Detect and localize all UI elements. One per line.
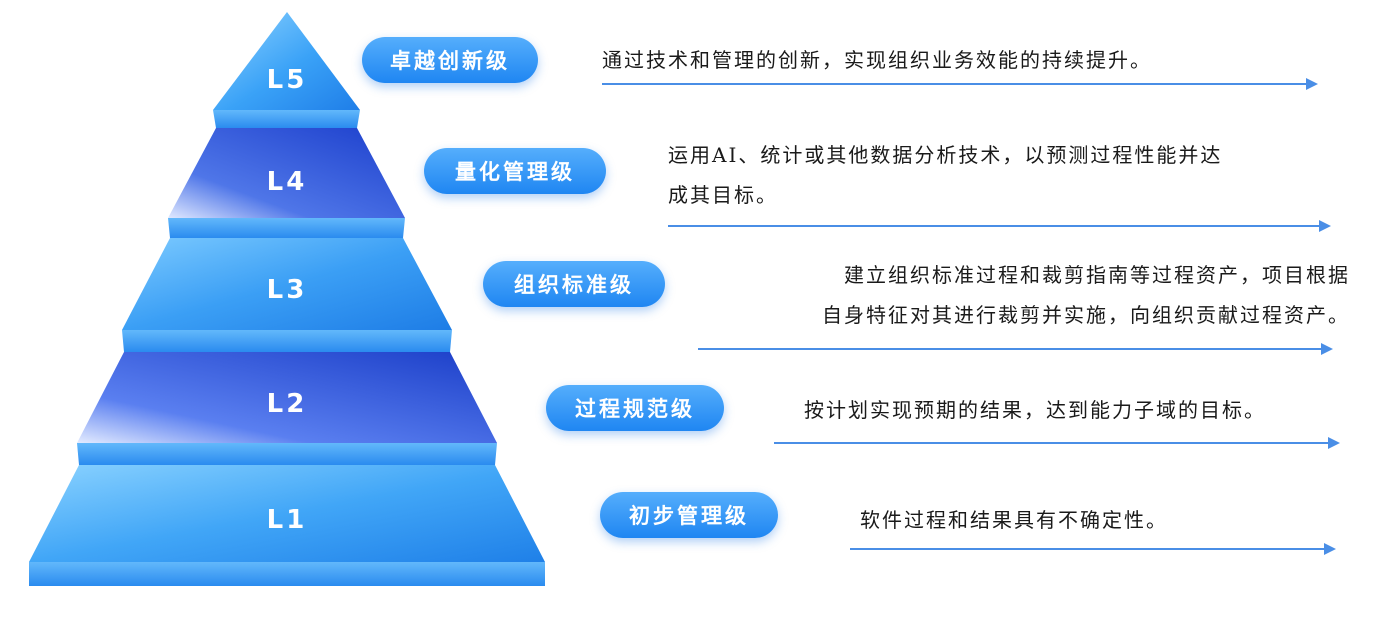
tier-l5-ledge bbox=[213, 110, 360, 128]
arrowhead-icon bbox=[1319, 220, 1331, 232]
level-description-l1: 软件过程和结果具有不确定性。 bbox=[860, 508, 1168, 532]
level-badge-l2: 过程规范级 bbox=[546, 385, 724, 431]
tier-l2-label: L2 bbox=[267, 389, 308, 419]
tier-l2-ledge bbox=[77, 443, 497, 465]
level-badge-l3: 组织标准级 bbox=[483, 261, 665, 307]
tier-l4-label: L4 bbox=[267, 167, 308, 197]
arrowhead-icon bbox=[1306, 78, 1318, 90]
tier-l3-ledge bbox=[122, 330, 452, 352]
arrow-l2 bbox=[774, 437, 1340, 449]
tier-l4-face bbox=[168, 128, 405, 218]
arrow-l1 bbox=[850, 543, 1336, 555]
tier-l1-label: L1 bbox=[267, 505, 308, 535]
level-badge-l4: 量化管理级 bbox=[424, 148, 606, 194]
tier-l2-face bbox=[77, 352, 497, 443]
tier-l1-face bbox=[29, 465, 545, 562]
arrowhead-icon bbox=[1321, 343, 1333, 355]
arrow-l4 bbox=[668, 220, 1331, 232]
level-description-l3: 建立组织标准过程和裁剪指南等过程资产，项目根据 自身特征对其进行裁剪并实施，向组… bbox=[822, 263, 1350, 327]
tier-l4-ledge bbox=[168, 218, 405, 238]
arrowhead-icon bbox=[1328, 437, 1340, 449]
tier-l5-face bbox=[213, 12, 360, 110]
arrow-l3 bbox=[698, 343, 1333, 355]
level-badge-l5: 卓越创新级 bbox=[362, 37, 538, 83]
level-description-l2: 按计划实现预期的结果，达到能力子域的目标。 bbox=[804, 398, 1266, 422]
level-description-l4: 运用AI、统计或其他数据分析技术，以预测过程性能并达 成其目标。 bbox=[668, 143, 1223, 207]
tier-l3-face bbox=[122, 238, 452, 330]
tier-l1-ledge bbox=[29, 562, 545, 586]
tier-l3-label: L3 bbox=[267, 275, 308, 305]
tier-l5-label: L5 bbox=[267, 65, 308, 95]
level-badge-l1: 初步管理级 bbox=[600, 492, 778, 538]
level-description-l5: 通过技术和管理的创新，实现组织业务效能的持续提升。 bbox=[602, 48, 1152, 72]
arrowhead-icon bbox=[1324, 543, 1336, 555]
arrow-l5 bbox=[602, 78, 1318, 90]
